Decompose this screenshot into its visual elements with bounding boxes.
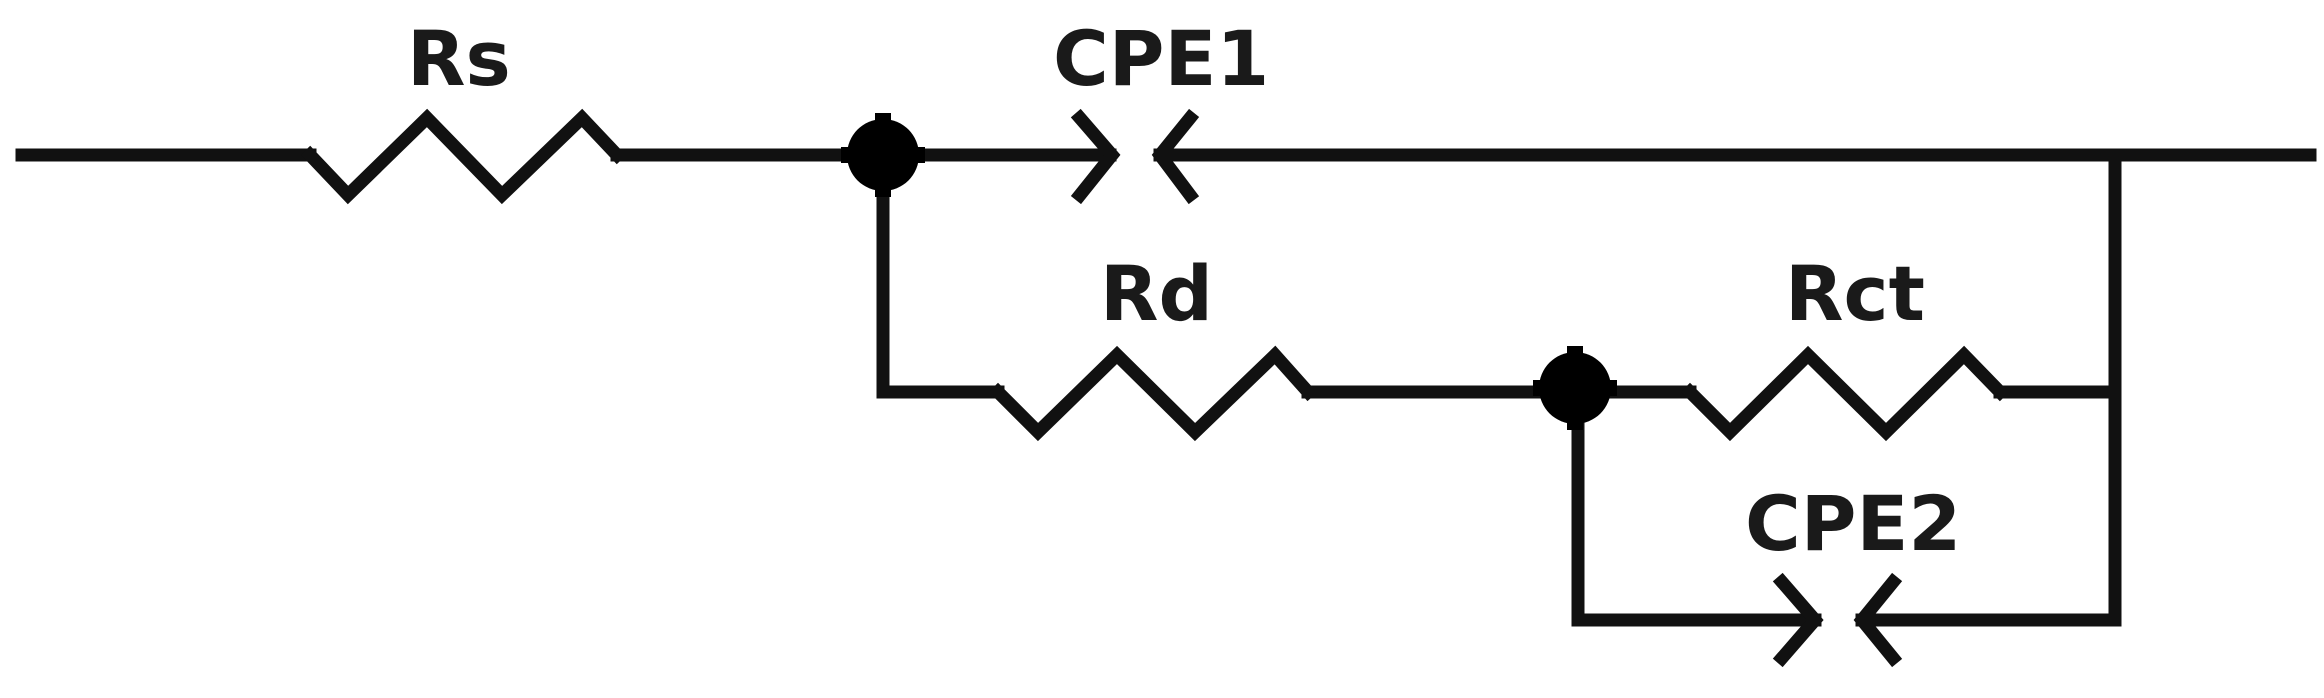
resistor-rct (1680, 345, 2010, 442)
wire-node1-down (876, 148, 1005, 399)
resistor-rd (988, 345, 1318, 442)
label-rd: Rd (1100, 249, 1213, 338)
wire-node2-down (1571, 385, 1822, 627)
label-cpe1: CPE1 (1053, 14, 1269, 103)
label-cpe2: CPE2 (1745, 479, 1961, 568)
label-rs: Rs (407, 14, 511, 103)
cpe2-left-plate (1772, 572, 1824, 668)
junction-node-1 (841, 113, 925, 197)
cpe1-left-plate (1070, 108, 1121, 205)
resistor-rs (300, 108, 627, 205)
junction-node-2 (1533, 346, 1617, 430)
label-rct: Rct (1785, 249, 1925, 338)
